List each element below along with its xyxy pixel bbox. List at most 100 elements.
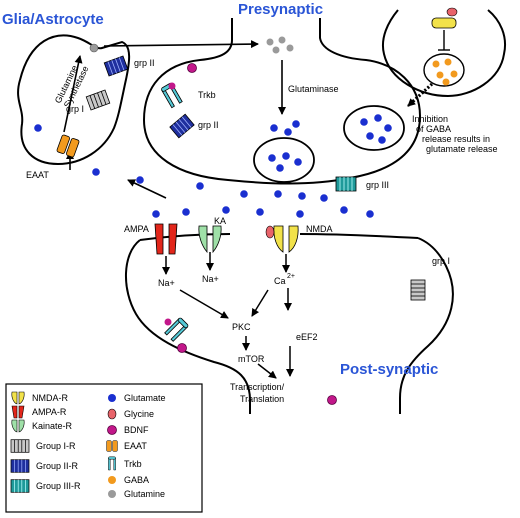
ka-label: KA xyxy=(214,216,226,226)
grp-iii-label: grp III xyxy=(366,180,389,190)
group-ii-receptor-glia xyxy=(103,55,129,77)
gaba-molecule xyxy=(436,71,444,79)
glutamate-molecule xyxy=(384,124,392,132)
legend-label-bdnf: BDNF xyxy=(124,425,149,435)
transcription-label-line2: Translation xyxy=(240,394,284,404)
arrow-glutamine-to-presynaptic xyxy=(103,40,259,49)
glutamate-vesicle-small xyxy=(253,137,315,183)
glutamate-molecule xyxy=(296,210,304,218)
legend-swatch-group-ii xyxy=(10,459,30,473)
legend-label-gaba: GABA xyxy=(124,475,149,485)
group-i-receptor-postsynaptic xyxy=(410,279,426,301)
nmda-label: NMDA xyxy=(306,224,333,234)
glutamate-molecule xyxy=(294,158,302,166)
legend-swatch-glutamine xyxy=(108,490,116,498)
glutamate-molecule xyxy=(366,210,374,218)
legend-label-group-iii: Group III-R xyxy=(36,481,81,491)
glutamate-molecule xyxy=(292,120,300,128)
legend-swatch-group-i xyxy=(10,439,30,453)
inhibition-label-line4: glutamate release xyxy=(426,144,498,154)
gaba-molecule xyxy=(444,58,452,66)
ampa-label: AMPA xyxy=(124,224,149,234)
legend-swatch-glutamate xyxy=(108,394,116,402)
arrow-glutamine-synthetase xyxy=(63,55,83,133)
gaba-molecule xyxy=(450,70,458,78)
glutaminase-label: Glutaminase xyxy=(288,84,339,94)
glia-cell-outline xyxy=(17,34,131,166)
inhibition-label-line3: release results in xyxy=(422,134,490,144)
na-label-ampa: Na+ xyxy=(158,278,175,288)
glycine-molecule xyxy=(446,7,458,17)
glutamate-molecule xyxy=(196,182,204,190)
gaba-molecule xyxy=(432,60,440,68)
glutamine-molecule xyxy=(266,38,274,46)
kainate-receptor xyxy=(198,225,222,254)
glutamate-molecule xyxy=(222,206,230,214)
glutamate-molecule xyxy=(282,152,290,160)
glutamate-molecule xyxy=(92,168,100,176)
eaat-label: EAAT xyxy=(26,170,49,180)
glutamine-molecule xyxy=(272,46,280,54)
pkc-label: PKC xyxy=(232,322,251,332)
glutamate-molecule xyxy=(270,124,278,132)
legend-label-glutamine: Glutamine xyxy=(124,489,165,499)
legend-swatch-nmda xyxy=(11,391,25,405)
group-ii-receptor-presynaptic xyxy=(169,113,195,139)
legend-label-group-i: Group I-R xyxy=(36,441,76,451)
legend-frame xyxy=(5,383,203,513)
legend: NMDA-R AMPA-R Kainate-R Group I-R Group … xyxy=(5,383,203,513)
postsynaptic-cell-outline xyxy=(125,237,454,414)
glutamate-molecule xyxy=(152,210,160,218)
mtor-label: mTOR xyxy=(238,354,265,364)
arrow-glutamate-to-glia xyxy=(127,179,167,199)
ca-label: Ca xyxy=(274,276,286,286)
glutamate-molecule xyxy=(256,208,264,216)
glutamate-molecule xyxy=(366,132,374,140)
bdnf-molecule xyxy=(187,63,197,73)
eaat-transporter-glia xyxy=(56,134,80,158)
glutamine-molecule xyxy=(278,36,286,44)
arrow-ca-pkc xyxy=(251,289,269,317)
legend-swatch-bdnf xyxy=(107,425,117,435)
bdnf-molecule xyxy=(177,343,187,353)
legend-label-ampa: AMPA-R xyxy=(32,407,67,417)
glutamate-molecule xyxy=(34,124,42,132)
bdnf-molecule xyxy=(164,318,172,326)
glutamate-molecule xyxy=(378,136,386,144)
legend-swatch-group-iii xyxy=(10,479,30,493)
legend-label-nmda: NMDA-R xyxy=(32,393,68,403)
presynaptic-cell-outline xyxy=(142,18,422,185)
arrow-mtor-transcription xyxy=(257,363,277,379)
glia-title: Glia/Astrocyte xyxy=(2,11,104,28)
gaba-molecule xyxy=(442,78,450,86)
eef2-label: eEF2 xyxy=(296,332,318,342)
ampa-receptor xyxy=(154,223,178,255)
postsynaptic-title: Post-synaptic xyxy=(340,361,438,378)
glutamate-molecule xyxy=(340,206,348,214)
legend-label-glycine: Glycine xyxy=(124,409,154,419)
gaba-neuron-outline xyxy=(382,9,506,98)
glutamate-molecule xyxy=(276,164,284,172)
glutamate-molecule xyxy=(182,208,190,216)
inhibition-label-line2: of GABA xyxy=(416,124,451,134)
ca-superscript: 2+ xyxy=(287,273,295,280)
glutamate-molecule xyxy=(274,190,282,198)
group-iii-receptor-presynaptic xyxy=(335,176,357,192)
glutamate-molecule xyxy=(136,176,144,184)
glutamate-molecule xyxy=(240,190,248,198)
arrow-gaba-inhibition xyxy=(406,82,434,108)
trkb-presynaptic-label: Trkb xyxy=(198,90,216,100)
legend-label-glutamate: Glutamate xyxy=(124,393,166,403)
presynaptic-title: Presynaptic xyxy=(238,1,323,18)
glutamate-molecule xyxy=(320,194,328,202)
bdnf-molecule xyxy=(168,82,176,90)
legend-swatch-gaba xyxy=(108,476,116,484)
legend-swatch-kainate xyxy=(11,419,25,433)
bdnf-molecule xyxy=(327,395,337,405)
legend-label-kainate: Kainate-R xyxy=(32,421,73,431)
glutamine-molecule xyxy=(286,44,294,52)
group-ii-receptor-gaba xyxy=(431,17,457,29)
legend-label-trkb: Trkb xyxy=(124,459,142,469)
grp-i-postsynaptic-label: grp I xyxy=(432,256,450,266)
